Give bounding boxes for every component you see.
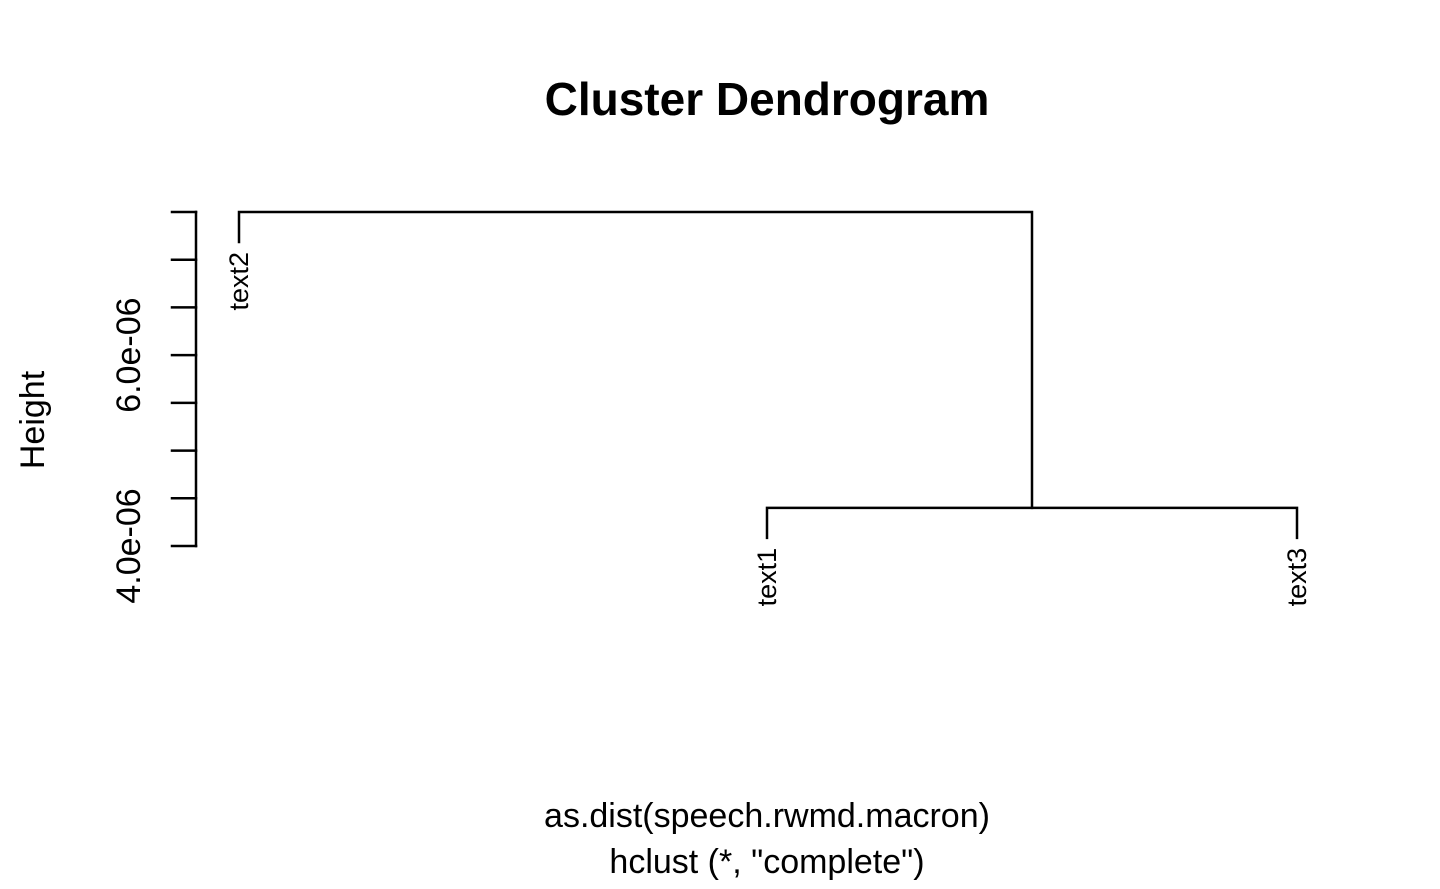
y-axis-label: Height — [14, 370, 52, 469]
y-axis: 4.0e-06 6.0e-06 — [110, 210, 198, 604]
chart-title: Cluster Dendrogram — [545, 73, 990, 125]
y-tick-label: 6.0e-06 — [110, 297, 148, 412]
leaf-labels: text2 text1 text3 — [224, 252, 1312, 606]
merge-text2-cluster — [237, 210, 1034, 510]
y-tick-label: 4.0e-06 — [110, 488, 148, 603]
method-sublabel: hclust (*, "complete") — [609, 843, 924, 881]
leaf-label-text1: text1 — [752, 548, 782, 607]
dendrogram-branches — [237, 210, 1299, 540]
leaf-label-text3: text3 — [1282, 548, 1312, 607]
leaf-label-text2: text2 — [224, 252, 254, 311]
merge-text1-text3 — [765, 506, 1299, 540]
x-axis-label: as.dist(speech.rwmd.macron) — [544, 797, 990, 835]
